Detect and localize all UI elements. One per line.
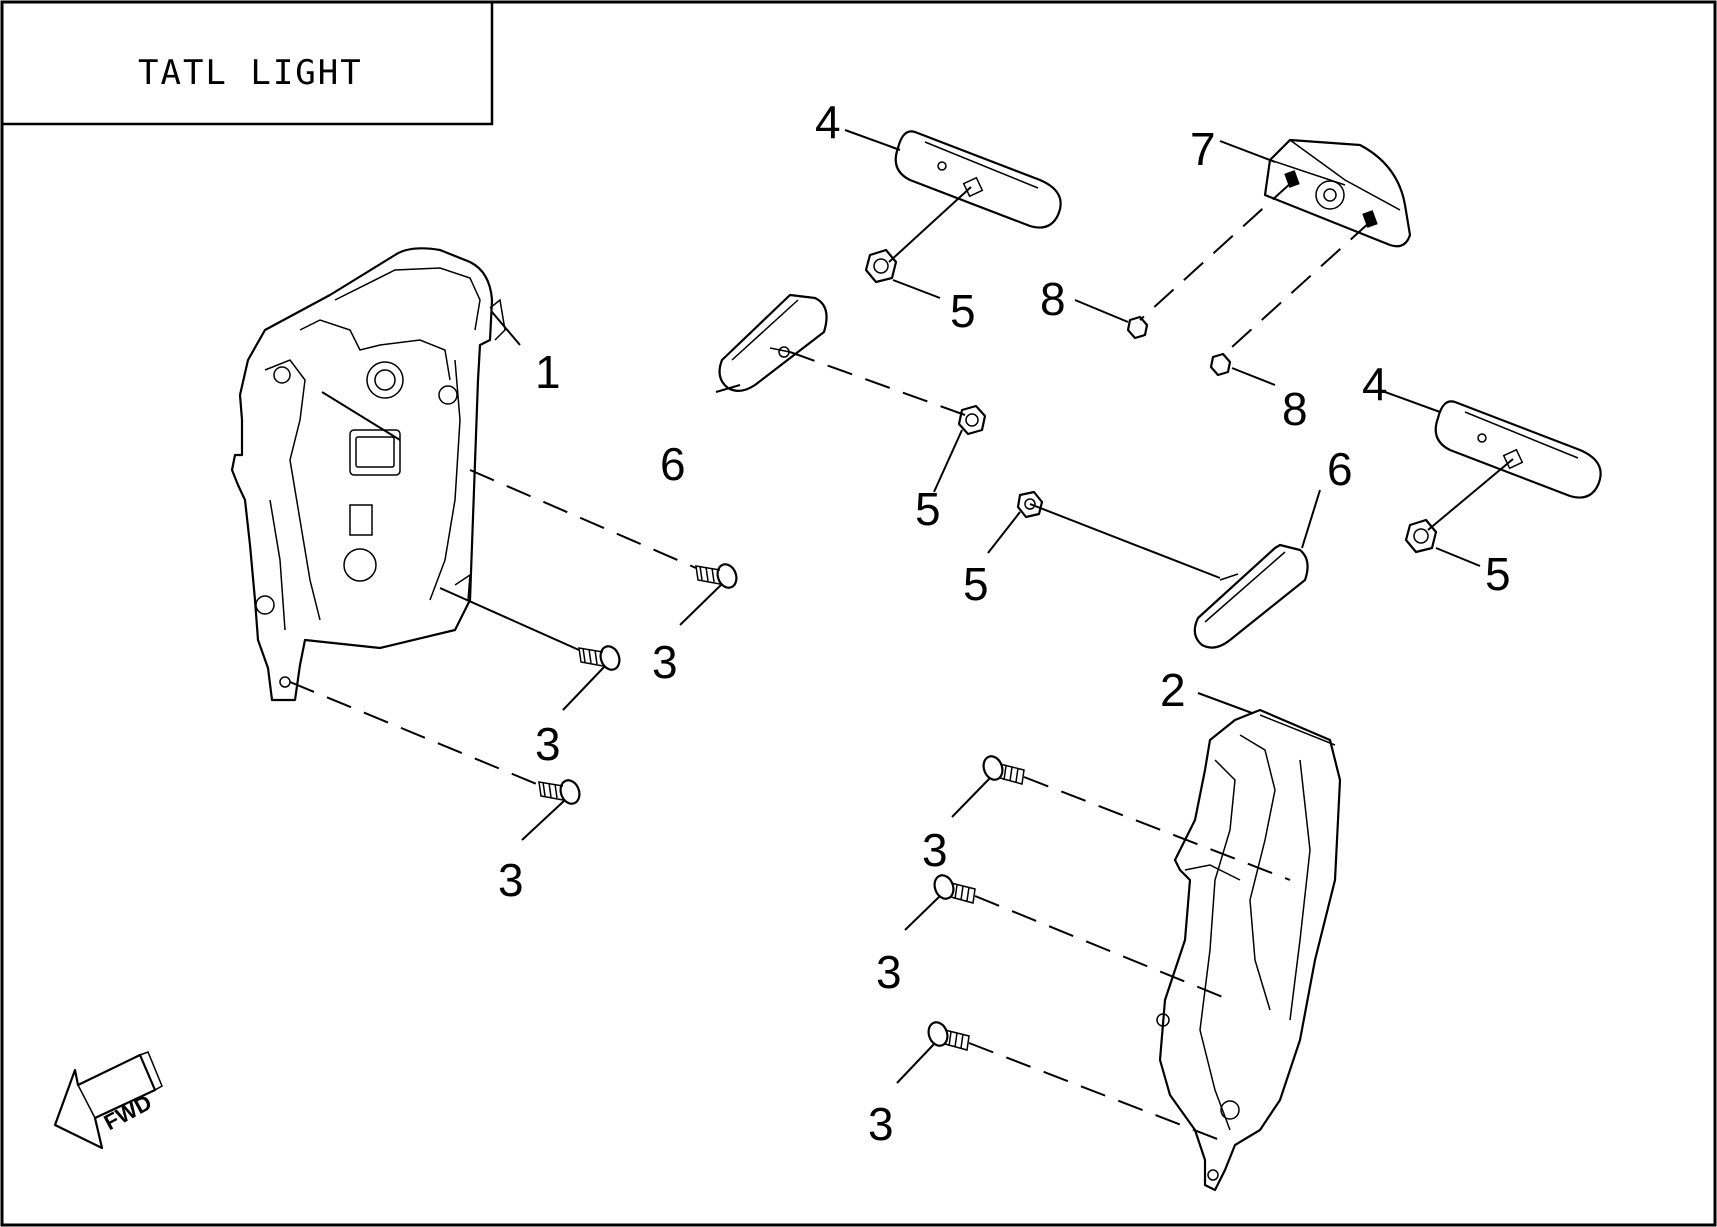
assembly-lines: [289, 181, 1514, 1141]
part-6-reflector-left: [718, 293, 828, 392]
part-2-right-tail-light: [1156, 708, 1342, 1192]
part-1-left-tail-light: [230, 247, 506, 702]
callout-5-lower: 5: [963, 558, 989, 610]
nut-5-right: [1404, 518, 1438, 554]
screw-3-right-top: [982, 755, 1025, 785]
callout-3-left-middle: 3: [535, 718, 561, 770]
part-6-reflector-right: [1193, 543, 1309, 649]
callout-labels: 4 7 1 5 8 8 4 6 6 5 5 5 3 3 2 3 3 3 3: [498, 96, 1511, 1150]
callout-4-right: 4: [1362, 358, 1388, 410]
screw-3-left-bottom: [538, 779, 581, 805]
nut-8-right: [1209, 352, 1232, 377]
callout-5-right: 5: [1485, 548, 1511, 600]
screw-3-right-middle: [933, 874, 976, 904]
nut-5-middle: [957, 404, 987, 436]
callout-3-left-bottom: 3: [498, 854, 524, 906]
callout-3-right-middle: 3: [876, 946, 902, 998]
callout-3-left-top: 3: [652, 636, 678, 688]
callout-1: 1: [535, 346, 561, 398]
callout-8-right: 8: [1282, 383, 1308, 435]
callout-leaders: [491, 129, 1481, 1084]
part-4-reflector-top: [894, 130, 1062, 229]
callout-8-left: 8: [1040, 273, 1066, 325]
screw-3-right-bottom: [927, 1021, 970, 1051]
nut-8-left: [1126, 315, 1149, 340]
callout-3-right-bottom: 3: [868, 1098, 894, 1150]
screw-3-left-top: [695, 563, 738, 589]
callout-6-left: 6: [660, 438, 686, 490]
part-4-reflector-right: [1434, 400, 1602, 499]
callout-5-middle: 5: [915, 483, 941, 535]
callout-4-top: 4: [815, 96, 841, 148]
screw-3-left-middle: [578, 645, 621, 671]
diagram-title: TATL LIGHT: [138, 53, 363, 93]
part-7-license-light: [1263, 138, 1412, 248]
callout-3-right-top: 3: [922, 824, 948, 876]
callout-6-right: 6: [1327, 443, 1353, 495]
nut-5-top: [864, 248, 898, 284]
title-block: TATL LIGHT: [0, 0, 494, 126]
fwd-arrow-icon: FWD: [53, 1051, 163, 1150]
callout-7: 7: [1190, 123, 1216, 175]
callout-5-top: 5: [950, 285, 976, 337]
callout-2: 2: [1160, 664, 1186, 716]
